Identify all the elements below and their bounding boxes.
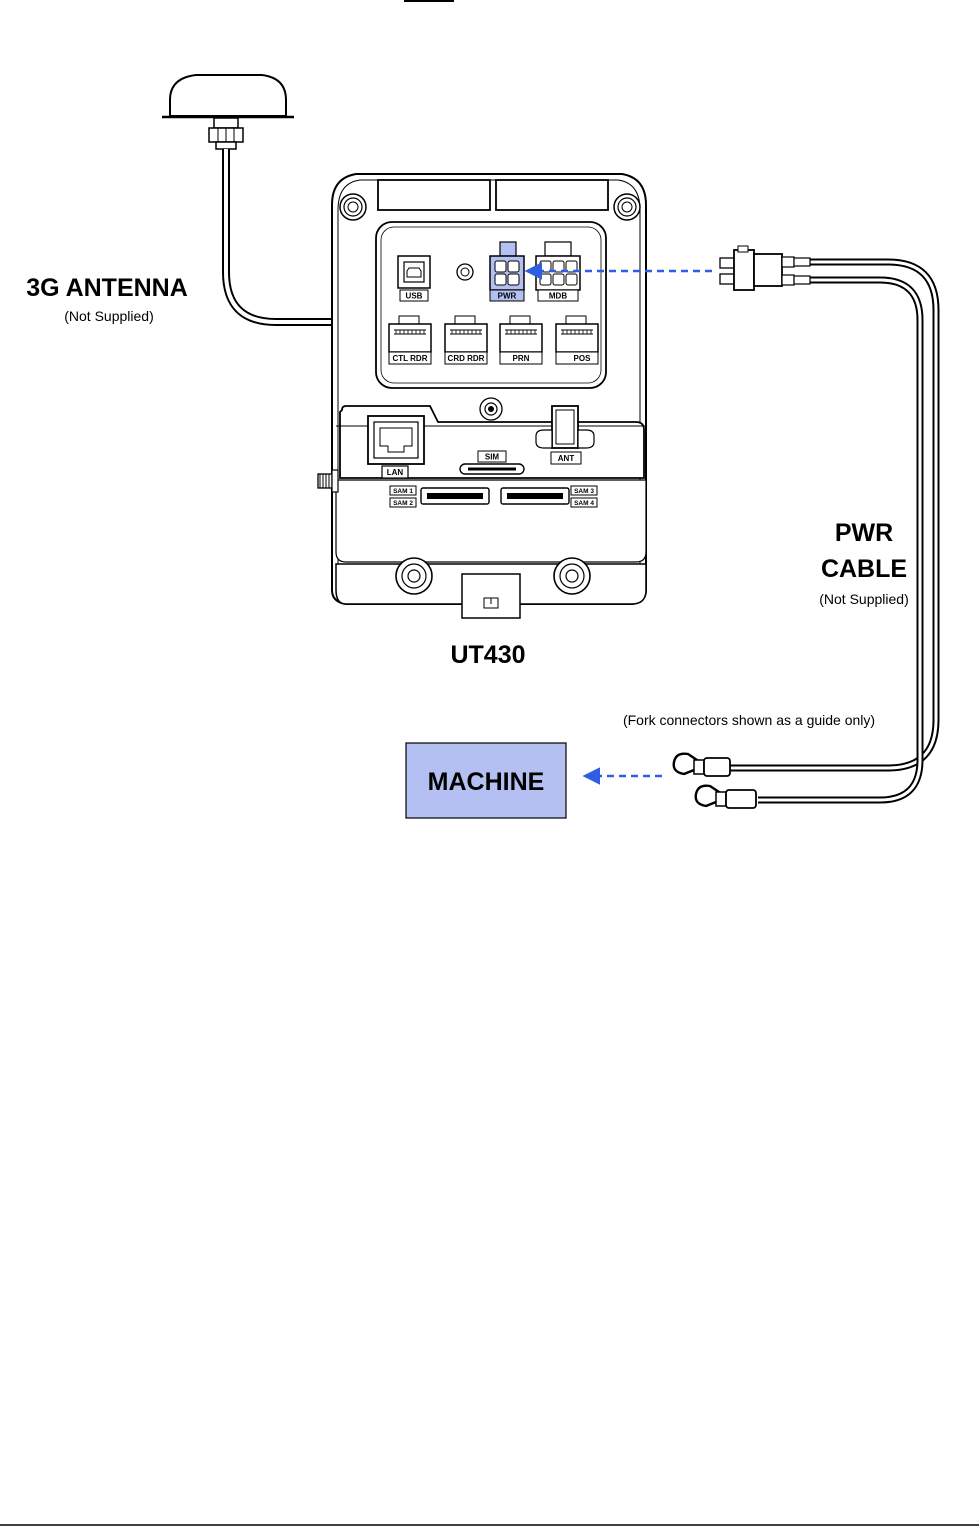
screw-bottom-right: [554, 558, 590, 594]
ctl-rdr-label: CTL RDR: [393, 354, 428, 363]
fork-connector-lower: [696, 786, 756, 808]
machine-label: MACHINE: [428, 768, 545, 796]
cable-title-line2: CABLE: [821, 555, 907, 583]
sam3-label: SAM 3: [574, 488, 594, 495]
cable-note: (Not Supplied): [819, 591, 909, 607]
ant-label: ANT: [558, 454, 575, 463]
screw-top-right: [614, 194, 640, 220]
mdb-label: MDB: [549, 292, 567, 301]
fork-connector-upper: [673, 754, 730, 776]
cable-title-line1: PWR: [835, 519, 893, 547]
usb-label: USB: [406, 292, 423, 301]
antenna-illustration: [162, 75, 294, 149]
sam4-label: SAM 4: [574, 500, 594, 507]
antenna-note: (Not Supplied): [64, 308, 154, 324]
pwr-label: PWR: [498, 292, 517, 301]
sim-label: SIM: [485, 453, 500, 462]
usb-port: USB: [398, 256, 430, 301]
sam1-label: SAM 1: [393, 488, 413, 495]
crd-rdr-label: CRD RDR: [448, 354, 485, 363]
antenna-title: 3G ANTENNA: [26, 274, 188, 302]
status-led: [457, 264, 473, 280]
ut430-device: USB PWR MDB: [318, 174, 646, 618]
side-sma-stub: [318, 470, 338, 492]
prn-label: PRN: [513, 354, 530, 363]
screw-bottom-left: [396, 558, 432, 594]
module-screw: [480, 398, 502, 420]
device-name: UT430: [450, 641, 525, 669]
screw-top-left: [340, 194, 366, 220]
lan-label: LAN: [387, 468, 404, 477]
pos-label: POS: [574, 354, 592, 363]
bottom-tab: [462, 574, 520, 618]
pwr-cable-connector: [720, 246, 810, 290]
top-label-window-left: [378, 180, 490, 210]
fork-note: (Fork connectors shown as a guide only): [623, 712, 875, 728]
sam2-label: SAM 2: [393, 500, 413, 507]
top-label-window-right: [496, 180, 608, 210]
